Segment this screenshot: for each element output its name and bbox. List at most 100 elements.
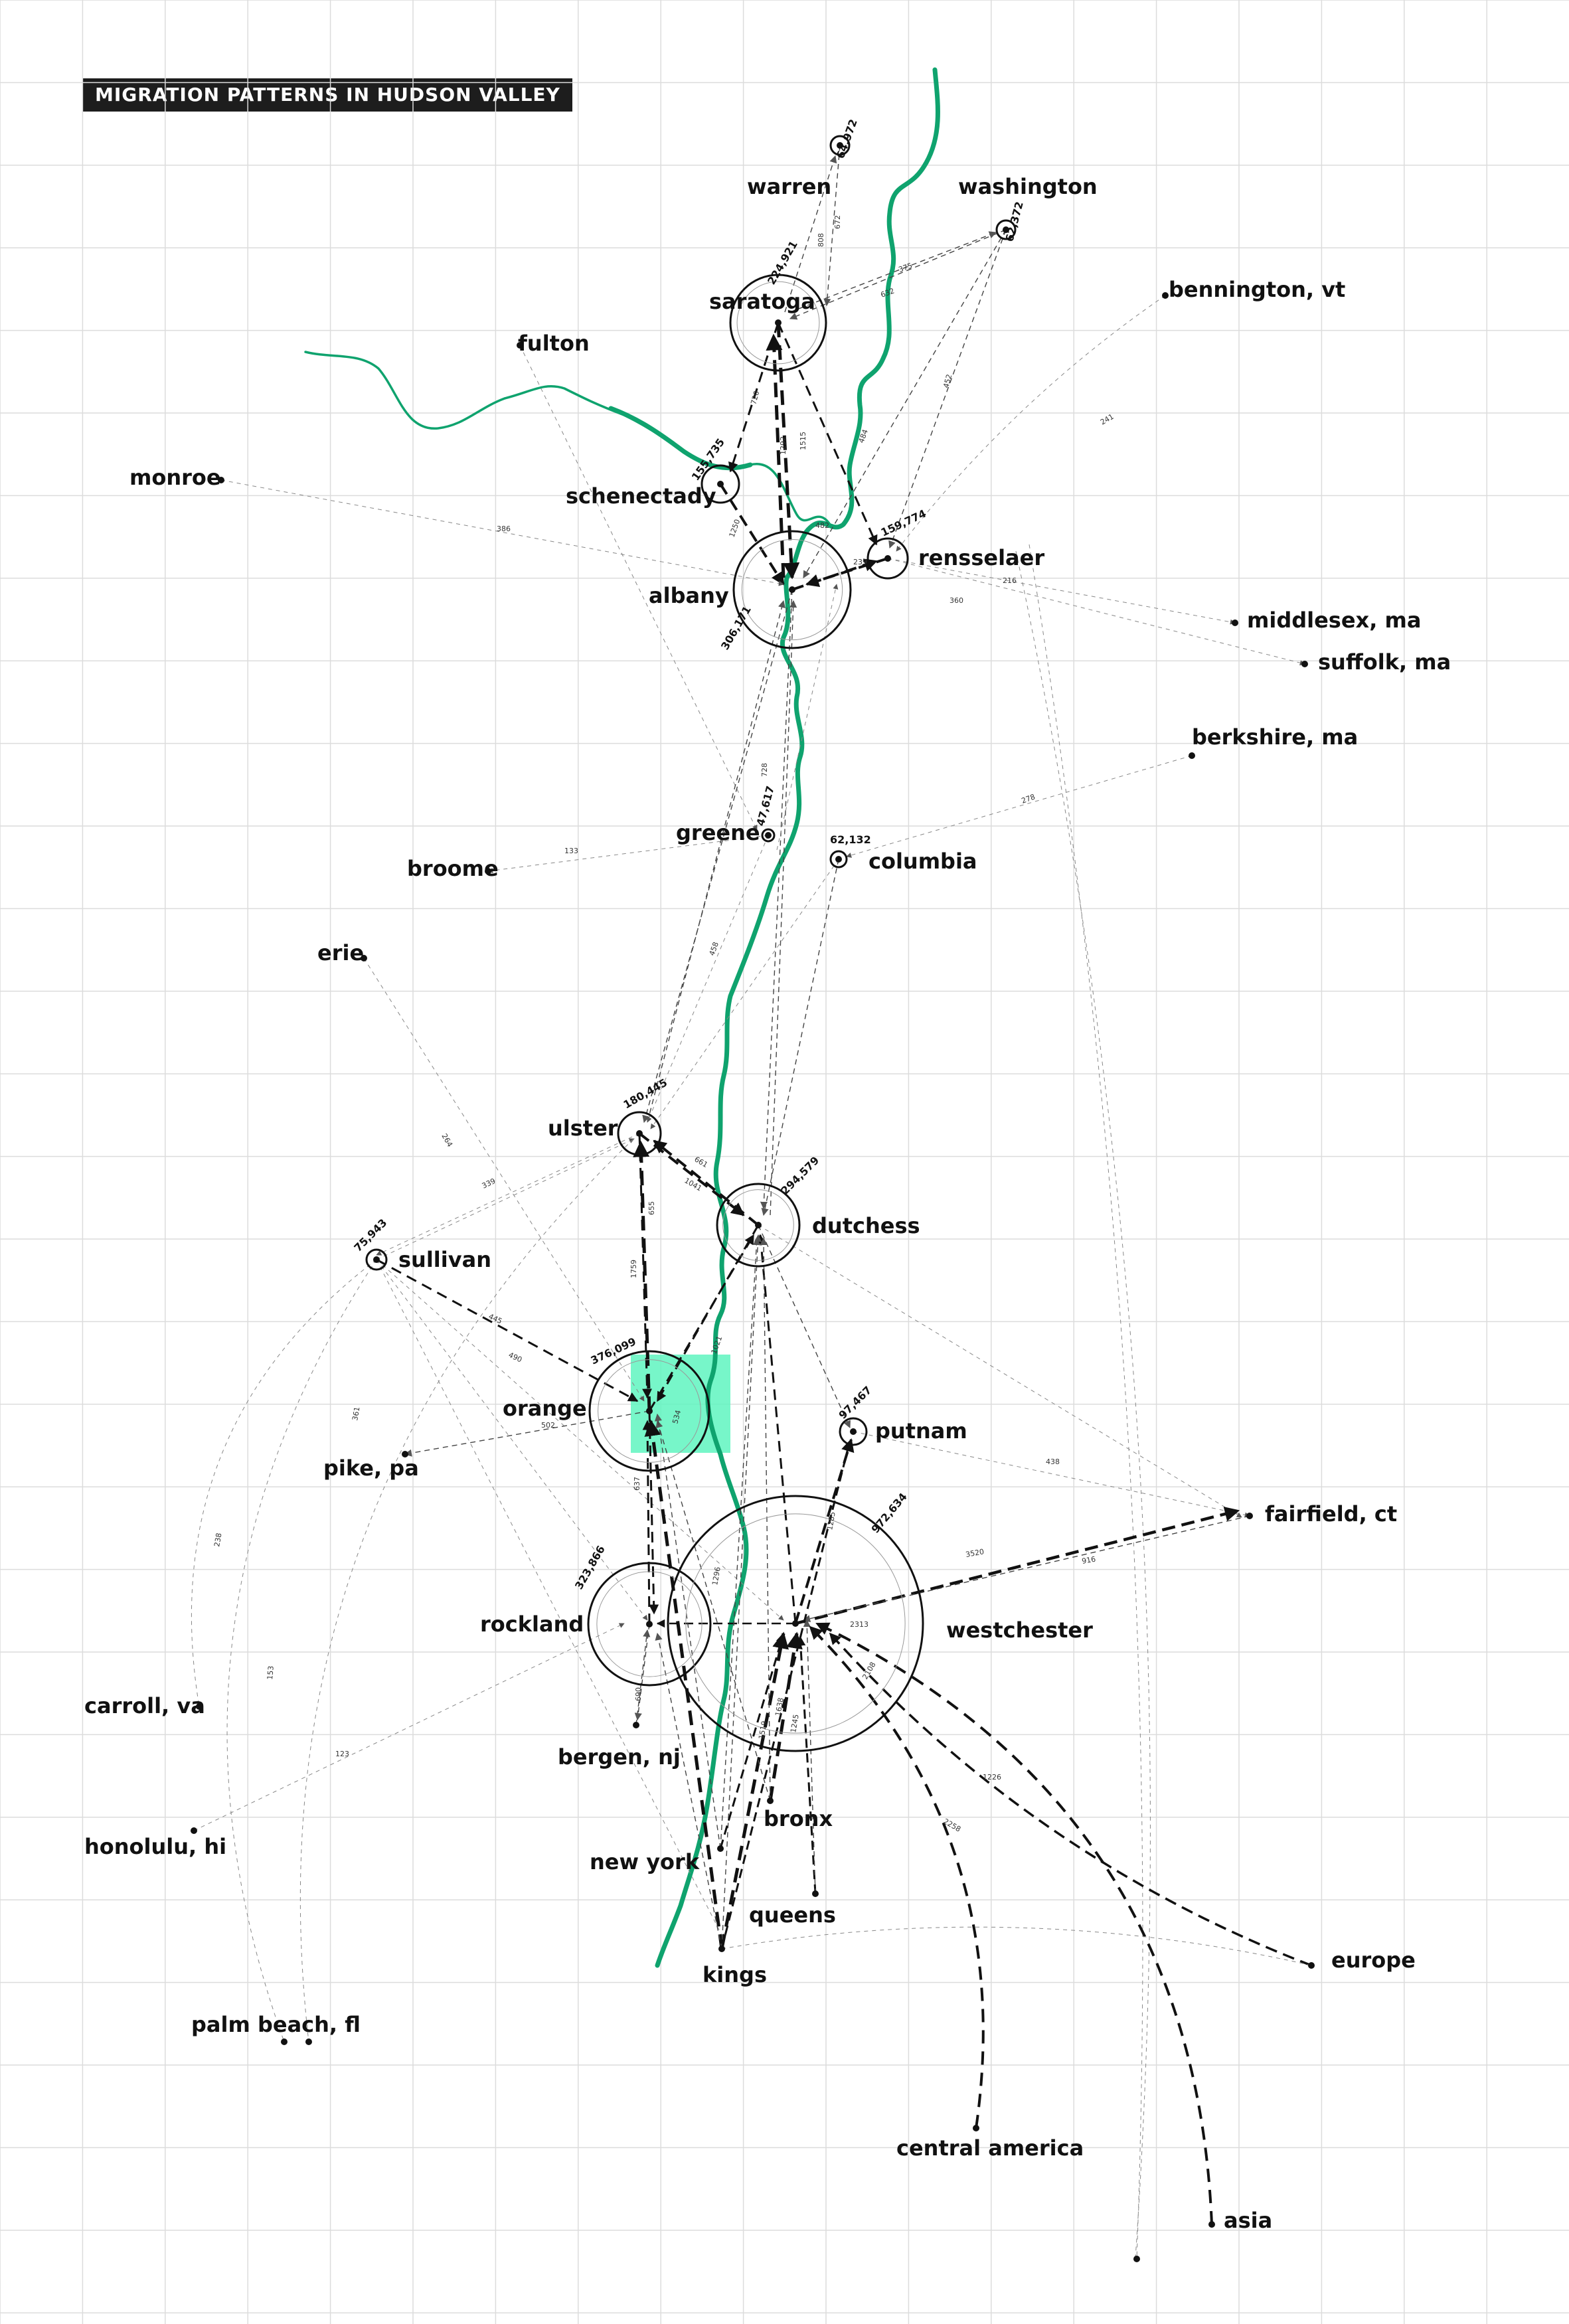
saratoga-dot [775, 319, 782, 326]
count-dut-ulster-b: 1041 [683, 1176, 704, 1193]
greene-circle [761, 828, 776, 843]
orange-circle [588, 1350, 710, 1472]
mohawk-river-bold [608, 406, 753, 471]
bottom-dot [1133, 2256, 1140, 2262]
palm1-dot [281, 2038, 288, 2045]
label-monroe: monroe [129, 465, 221, 490]
flow-line [719, 1632, 786, 1849]
warren-circle [829, 135, 851, 156]
orange-inner-ring [598, 1359, 701, 1463]
count-wes-fai: 3520 [965, 1547, 985, 1559]
label-columbia: columbia [868, 849, 977, 874]
flow-line [655, 1420, 771, 1801]
westchester-dot [792, 1620, 799, 1627]
flow-line [721, 1926, 1312, 1966]
carroll-dot [196, 1703, 203, 1710]
count-eur-wes: 1226 [983, 1773, 1001, 1782]
count-ren-mid: 360 [950, 596, 963, 605]
flow-line [776, 322, 800, 580]
count-sar-war: 672 [833, 215, 842, 229]
label-westchester: westchester [946, 1618, 1093, 1643]
label-carroll: carroll, va [84, 1693, 205, 1718]
count-fai-wes: 916 [1081, 1555, 1096, 1566]
label-dutchess: dutchess [812, 1213, 920, 1238]
monroe-dot [218, 477, 224, 483]
flow-line [770, 600, 797, 1216]
bergen-dot [633, 1722, 639, 1728]
pop-greene: 47,617 [754, 784, 777, 827]
count-was-ren: 452 [942, 373, 953, 389]
flow-line [376, 1259, 648, 1621]
flow-line [404, 1410, 650, 1457]
columbia-dot [835, 856, 842, 863]
europe-dot [1308, 1962, 1315, 1969]
rockland-inner-ring [596, 1571, 702, 1677]
pop-rensselaer: 159,774 [879, 507, 928, 539]
saratoga-inner-ring [736, 281, 820, 365]
label-asia: asia [1224, 2208, 1272, 2233]
label-orange: orange [503, 1396, 587, 1421]
label-washington: washington [958, 174, 1098, 199]
greene-dot [765, 832, 772, 839]
count-eri-ora: 264 [440, 1132, 454, 1149]
label-honolulu: honolulu, hi [84, 1834, 226, 1859]
count-ulster-alb: 458 [708, 941, 720, 957]
flow-line [760, 589, 793, 1210]
label-schenectady: schenectady [566, 483, 716, 509]
flow-line [519, 345, 758, 831]
count-roc-ora: 637 [633, 1477, 641, 1491]
pop-saratoga: 224,921 [765, 238, 800, 287]
label-palm-beach: palm beach, fl [191, 2012, 361, 2037]
washington-dot [1003, 226, 1009, 233]
flow-line [647, 835, 769, 1123]
dutchess-dot [755, 1222, 762, 1228]
flow-line [720, 1631, 789, 1950]
suffolk-dot [1301, 661, 1308, 667]
pop-columbia: 62,132 [830, 833, 871, 846]
count-ora-dut: 1021 [710, 1335, 724, 1355]
flow-line [766, 333, 785, 578]
count-alb-dut: 728 [760, 763, 769, 777]
flow-line [888, 229, 1007, 549]
map-title: MIGRATION PATTERNS IN HUDSON VALLEY [83, 78, 572, 112]
count-ora-uls: 1759 [629, 1260, 638, 1278]
newyork-dot [717, 1845, 724, 1852]
count-alb-ren-a: 482 [815, 521, 829, 530]
flow-line [887, 558, 1236, 625]
flow-line [803, 229, 1007, 578]
count-nyc-wes: 1519 [757, 1720, 769, 1740]
count-hon: 123 [335, 1750, 349, 1758]
albany-dot [789, 586, 795, 593]
flow-line [363, 957, 645, 1402]
count-roc-ber: 690 [634, 1687, 643, 1701]
middlesex-dot [1232, 620, 1238, 626]
schenectady-circle [701, 464, 740, 504]
flow-line [887, 558, 1305, 666]
pop-westchester: 972,634 [869, 1491, 910, 1536]
pike-dot [402, 1451, 408, 1457]
albany-circle [732, 530, 852, 649]
fairfield-dot [1246, 1513, 1253, 1519]
dutchess-inner-ring [722, 1189, 794, 1261]
flow-line [299, 1133, 640, 2042]
flow-line [1015, 550, 1151, 2258]
label-central-america: central america [896, 2135, 1084, 2161]
columbia-circle [829, 850, 848, 869]
dutchess-circle [716, 1183, 801, 1268]
flow-line [829, 1632, 1312, 1967]
flow-line [803, 1619, 816, 1894]
flow-line [758, 1224, 851, 1429]
sullivan-circle [365, 1248, 388, 1271]
pop-dutchess: 294,579 [778, 1154, 821, 1197]
schenectady-dot [717, 481, 724, 487]
count-sch-alb: 1250 [728, 518, 742, 539]
flow-line [776, 584, 839, 851]
ulster-dot [636, 1130, 643, 1137]
label-bennington: bennington, vt [1169, 277, 1345, 302]
label-ulster: ulster [548, 1116, 618, 1141]
pop-washington: 62,372 [1003, 200, 1026, 243]
count-uls-ora: 655 [647, 1201, 656, 1215]
westchester-inner-ring [685, 1513, 906, 1734]
count-war-sar: 808 [817, 233, 825, 247]
